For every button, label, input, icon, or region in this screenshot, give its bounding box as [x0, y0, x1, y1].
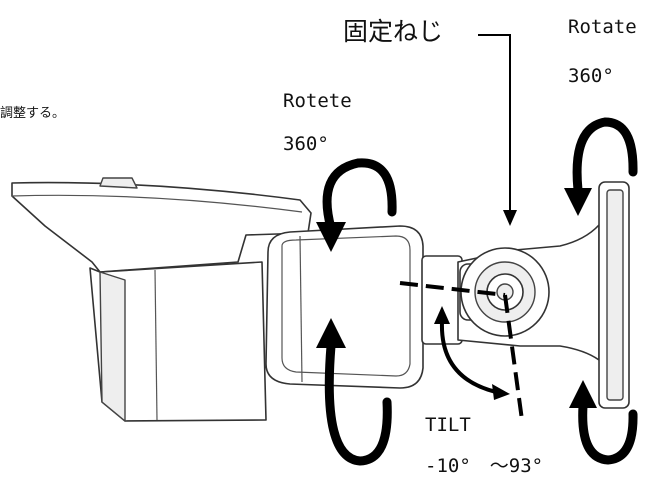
camera-body-shadow [99, 271, 126, 422]
tilt-range-label: -10° ～93° [425, 455, 543, 477]
sunshade-edge-line [11, 194, 303, 213]
tilt-arrowhead-top [434, 306, 450, 324]
fixing-screw-label: 固定ねじ [343, 17, 443, 46]
sunshade-knob [99, 177, 138, 189]
camera-rear-section [265, 225, 424, 389]
tilt-arrowhead-bottom [492, 384, 510, 400]
adjust-caption: 調整する。 [0, 106, 65, 121]
rotate-left-degrees-label: 360° [283, 133, 329, 155]
right-lower-rotation-arrowhead [569, 380, 597, 408]
camera-rear-inner-line [281, 235, 411, 377]
right-lower-rotation-arc [578, 401, 638, 465]
camera-sunshade [11, 181, 312, 273]
left-lower-rotation-arrowhead [316, 318, 346, 348]
rotate-right-degrees-label: 360° [568, 65, 614, 87]
rotate-right-label: Rotate [568, 16, 637, 38]
tilt-label: TILT [425, 414, 471, 436]
tilt-axis-horizontal-dashed [399, 281, 506, 297]
fixing-screw-leader-line [478, 34, 511, 212]
left-lower-rotation-arc [324, 341, 392, 466]
right-upper-rotation-arrowhead [564, 188, 592, 216]
mount-bracket [421, 181, 630, 409]
left-upper-rotation-arrowhead [316, 222, 346, 252]
rotate-left-label: Rotete [283, 90, 352, 112]
right-upper-rotation-arc [572, 117, 638, 195]
camera-housing [11, 177, 424, 422]
tilt-arc [439, 321, 497, 394]
camera-body-edge [154, 269, 158, 421]
fixing-screw-arrowhead [503, 210, 517, 226]
wall-plate-inner [606, 189, 624, 401]
left-upper-rotation-arc [322, 158, 397, 233]
camera-rear-joint-line [299, 235, 303, 383]
tilt-axis-vertical-dashed [503, 294, 524, 421]
